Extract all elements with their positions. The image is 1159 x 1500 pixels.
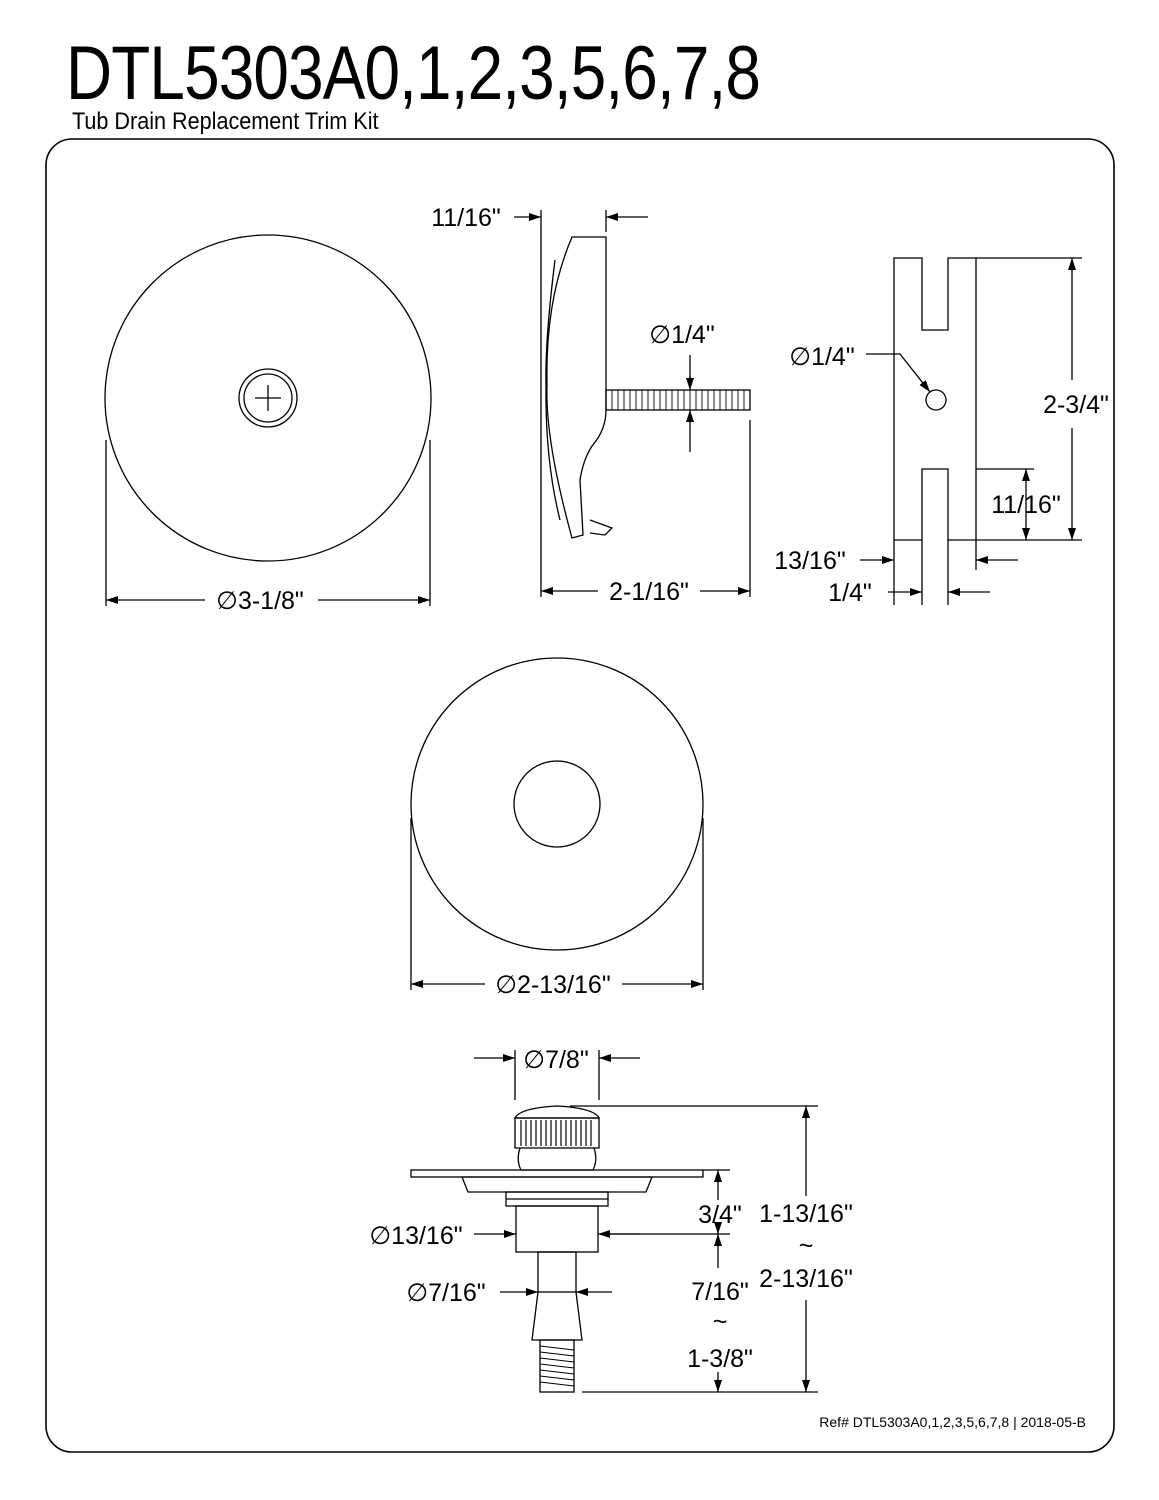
stem-length-min-label: 7/16" [691, 1278, 749, 1306]
linkage-slot-depth-label: 11/16" [991, 491, 1061, 519]
faceplate-diameter-label: ∅3-1/8" [216, 587, 304, 615]
drain-flange-view [410, 657, 704, 990]
flange-height-label: 3/4" [698, 1201, 742, 1229]
linkage-hole-diameter-label: ∅1/4" [789, 343, 854, 371]
stopper-cap-diameter-label: ∅7/8" [523, 1046, 588, 1074]
linkage-height-label: 2-3/4" [1043, 391, 1109, 419]
faceplate-side-view [514, 210, 751, 597]
reference-number: Ref# DTL5303A0,1,2,3,5,6,7,8 | 2018-05-B [819, 1414, 1086, 1430]
linkage-width-label: 13/16" [774, 547, 845, 575]
body-diameter-label: ∅13/16" [369, 1222, 462, 1250]
stem-length-max-label: 1-3/8" [687, 1345, 753, 1373]
screw-diameter-label: ∅1/4" [649, 321, 714, 349]
faceplate-side-width-label: 2-1/16" [609, 578, 689, 606]
drawing-frame [45, 138, 1115, 1453]
flange-diameter-label: ∅2-13/16" [495, 971, 610, 999]
page-title: DTL5303A0,1,2,3,5,6,7,8 [66, 31, 761, 116]
faceplate-depth-label: 11/16" [431, 204, 501, 232]
total-range-separator: ~ [799, 1232, 814, 1260]
stem-range-separator: ~ [713, 1308, 728, 1336]
linkage-slot-width-label: 1/4" [828, 579, 872, 607]
linkage-plate-view [860, 257, 1082, 605]
stem-diameter-label: ∅7/16" [406, 1279, 485, 1307]
page-subtitle: Tub Drain Replacement Trim Kit [72, 108, 379, 135]
total-height-max-label: 2-13/16" [759, 1265, 853, 1293]
total-height-min-label: 1-13/16" [759, 1200, 853, 1228]
stopper-assembly-view [410, 1050, 818, 1393]
faceplate-front-view [104, 234, 432, 606]
